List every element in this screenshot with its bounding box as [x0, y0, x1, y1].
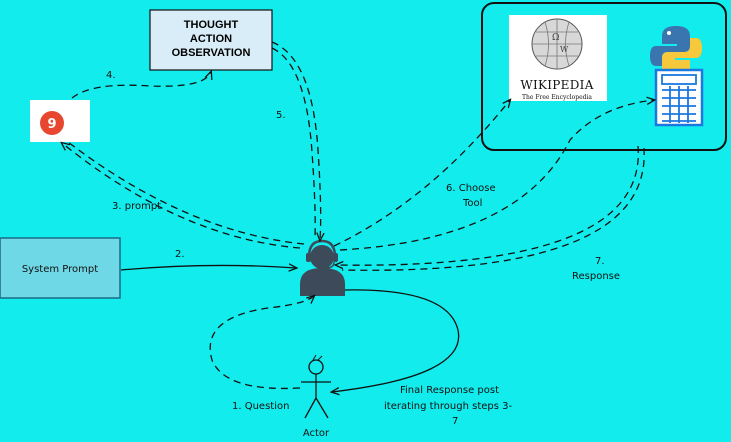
svg-text:Ω: Ω	[552, 33, 559, 43]
agent-headset-icon	[300, 239, 345, 296]
arrow-final-response	[332, 289, 460, 392]
final-response-line2: iterating through steps 3-	[384, 401, 513, 412]
final-response-line1: Final Response post	[400, 385, 499, 396]
llm-logo-icon	[40, 111, 64, 135]
step-3-label: 3. prompt	[112, 201, 161, 212]
thought-action-observation-box: THOUGHT ACTION OBSERVATION	[149, 9, 273, 71]
llm-logo-glyph: 9	[47, 117, 56, 132]
step-1-label: 1. Question	[232, 401, 289, 412]
system-prompt-box: System Prompt	[0, 237, 121, 299]
step-6-label-line2: Tool	[462, 198, 482, 209]
final-response-line3: 7	[452, 416, 458, 427]
wikipedia-wordmark: WIKIPEDIA	[520, 78, 593, 92]
step-4-label: 4.	[106, 70, 116, 81]
arrow-response-b	[341, 147, 645, 271]
arrow-choose-wikipedia	[333, 100, 510, 247]
step-5-label: 5.	[276, 110, 286, 121]
action-label: ACTION	[190, 33, 232, 45]
thought-label: THOUGHT	[184, 19, 239, 31]
arrow-response-a	[336, 145, 639, 265]
wikipedia-logo: Ω W WIKIPEDIA The Free Encyclopedia	[509, 15, 607, 101]
step-7-label-line1: 7.	[595, 256, 605, 267]
arrow-action-b	[271, 47, 316, 239]
arrow-choose-calculator	[339, 100, 654, 251]
observation-label: OBSERVATION	[172, 47, 251, 59]
arrow-system-prompt	[120, 265, 296, 270]
actor-label: Actor	[303, 428, 330, 439]
arrow-prompt-a	[62, 143, 301, 249]
arrow-question	[209, 296, 314, 390]
arrow-prompt-b	[67, 141, 305, 245]
svg-text:W: W	[560, 45, 569, 54]
wikipedia-tagline: The Free Encyclopedia	[522, 94, 592, 101]
arrow-thought	[71, 72, 211, 99]
step-2-label: 2.	[175, 249, 185, 260]
step-6-label-line1: 6. Choose	[446, 183, 496, 194]
calculator-icon	[654, 68, 704, 127]
tools-container	[481, 2, 727, 151]
llm-logo-box: 9	[30, 100, 90, 142]
arrow-action-a	[271, 41, 321, 240]
step-7-label-line2: Response	[572, 271, 620, 282]
system-prompt-label: System Prompt	[22, 264, 98, 275]
actor-stick-figure-icon	[301, 354, 331, 419]
